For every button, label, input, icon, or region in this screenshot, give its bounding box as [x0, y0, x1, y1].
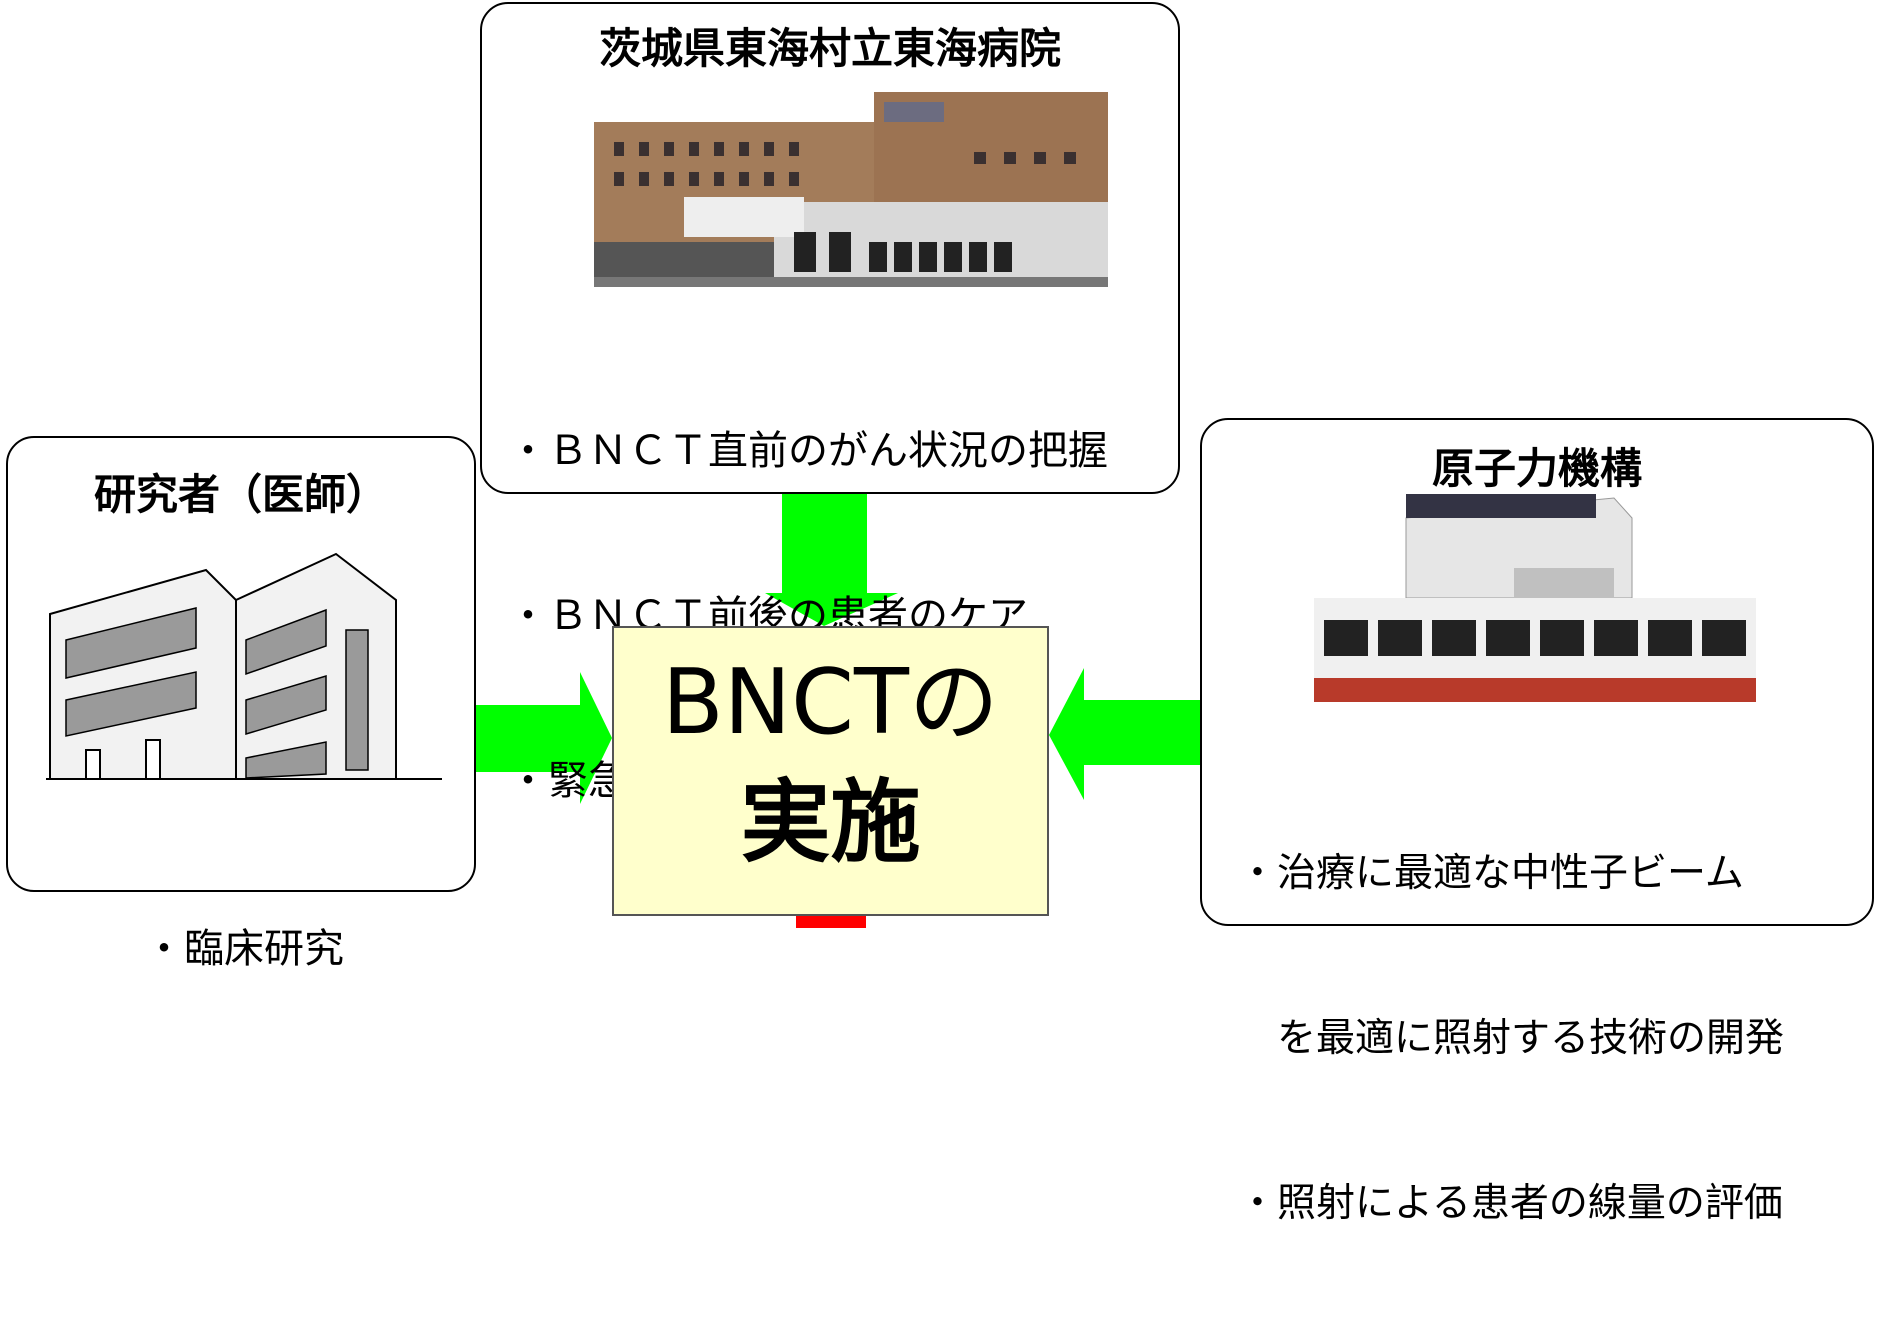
hospital-bullet-1: ・ＢＮＣＴ直前のがん状況の把握: [508, 428, 1108, 474]
jaea-bullet-2: を最適に照射する技術の開発: [1238, 1016, 1785, 1061]
jaea-title: 原子力機構: [1431, 444, 1642, 493]
bnct-center-box: BNCTの 実施: [612, 626, 1049, 916]
researcher-bullets: ・臨床研究: [144, 812, 344, 1087]
jaea-facility-photo: [1314, 488, 1756, 702]
jaea-bullets: ・治療に最適な中性子ビーム を最適に照射する技術の開発 ・照射による患者の線量の…: [1238, 736, 1784, 1341]
hospital-title: 茨城県東海村立東海病院: [598, 24, 1061, 73]
jaea-bullet-1: ・治療に最適な中性子ビーム: [1238, 851, 1744, 896]
center-line-2: 実施: [740, 770, 921, 875]
arrow-from-researcher: [474, 672, 612, 804]
arrow-from-hospital: [765, 492, 898, 626]
building-illustration: [46, 530, 442, 780]
jaea-bullet-3: ・照射による患者の線量の評価: [1238, 1181, 1783, 1226]
hospital-box: 茨城県東海村立東海病院: [480, 2, 1180, 804]
jaea-box: 原子力機構 ・治療に最適な中性子ビーム を最適に照射する技術の開発 ・照射による…: [1200, 418, 1874, 1226]
researcher-bullet-1: ・臨床研究: [144, 926, 344, 972]
arrow-from-jaea: [1049, 668, 1200, 800]
center-line-1: BNCTの: [662, 650, 999, 755]
hospital-photo: [594, 82, 1108, 287]
researcher-title: 研究者（医師）: [93, 470, 388, 519]
researcher-box: 研究者（医師） ・臨床研究: [6, 436, 476, 972]
